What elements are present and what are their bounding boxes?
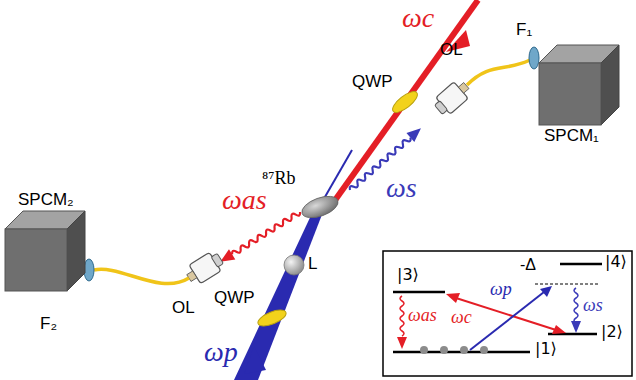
level-label: |4⟩ <box>605 253 627 271</box>
photon-wave <box>231 210 301 257</box>
cube-side <box>601 45 619 125</box>
wave-arrowhead <box>571 321 581 333</box>
objective-nose <box>434 101 447 115</box>
detuning-label: -Δ <box>520 256 536 274</box>
optical-fiber <box>94 269 189 283</box>
transition-label: ωas <box>408 305 437 326</box>
lens-sphere <box>284 255 304 275</box>
objective-lens <box>183 249 226 287</box>
photon-wave <box>217 207 303 267</box>
component-label: OL <box>440 40 463 60</box>
wave-arrowhead <box>397 337 407 349</box>
atom-cloud <box>299 192 341 222</box>
transition-label: ωc <box>451 307 472 328</box>
beam-arrowhead <box>244 346 266 374</box>
population-dot <box>480 346 488 354</box>
beam-frequency: ωp <box>204 336 238 368</box>
inset-frame <box>383 251 632 376</box>
transition-wave <box>400 296 404 336</box>
level-label: |1⟩ <box>535 340 557 358</box>
detector-label: SPCM₁ <box>538 126 630 146</box>
component-label: OL <box>172 298 195 318</box>
transition-arrowhead <box>446 293 460 303</box>
energy-level <box>393 291 445 294</box>
detector-cube <box>538 44 620 126</box>
photon-frequency: ωs <box>386 172 417 204</box>
population-dot <box>460 346 468 354</box>
component-label: F₁ <box>516 20 532 40</box>
detuned-level <box>535 284 600 285</box>
cube-side <box>67 211 85 291</box>
level-label: |3⟩ <box>397 266 419 284</box>
component-label: L <box>308 254 317 274</box>
detector-box: SPCM₂ <box>4 190 94 292</box>
transition-arrowhead <box>540 286 552 297</box>
energy-level <box>560 263 602 266</box>
population-dot <box>420 346 428 354</box>
transition-arrow <box>470 292 544 350</box>
component-label: QWP <box>214 288 255 308</box>
transition-label: ωp <box>490 279 512 300</box>
optical-fiber <box>467 60 530 85</box>
atom-label: ⁸⁷Rb <box>262 168 296 189</box>
detector-label: SPCM₂ <box>4 190 94 210</box>
waveplate <box>389 88 420 116</box>
population-dot <box>440 346 448 354</box>
transition-wave <box>574 288 578 323</box>
photon-frequency: ωas <box>222 184 267 216</box>
component-label: F₂ <box>40 314 57 334</box>
transition-arrowhead <box>552 325 566 334</box>
detector-cube <box>4 210 86 292</box>
wave-arrowhead <box>406 124 424 142</box>
detector-box: SPCM₁ <box>538 44 630 146</box>
cube-front <box>539 63 601 125</box>
population-dots <box>420 346 488 354</box>
component-label: QWP <box>352 72 393 92</box>
objective-nose <box>211 253 223 267</box>
filter-disk <box>529 47 539 69</box>
waveplate <box>256 307 288 329</box>
transition-label: ωs <box>583 295 603 316</box>
level-label: |2⟩ <box>601 323 623 341</box>
beam-frequency: ωc <box>402 2 434 34</box>
cube-front <box>5 229 67 291</box>
